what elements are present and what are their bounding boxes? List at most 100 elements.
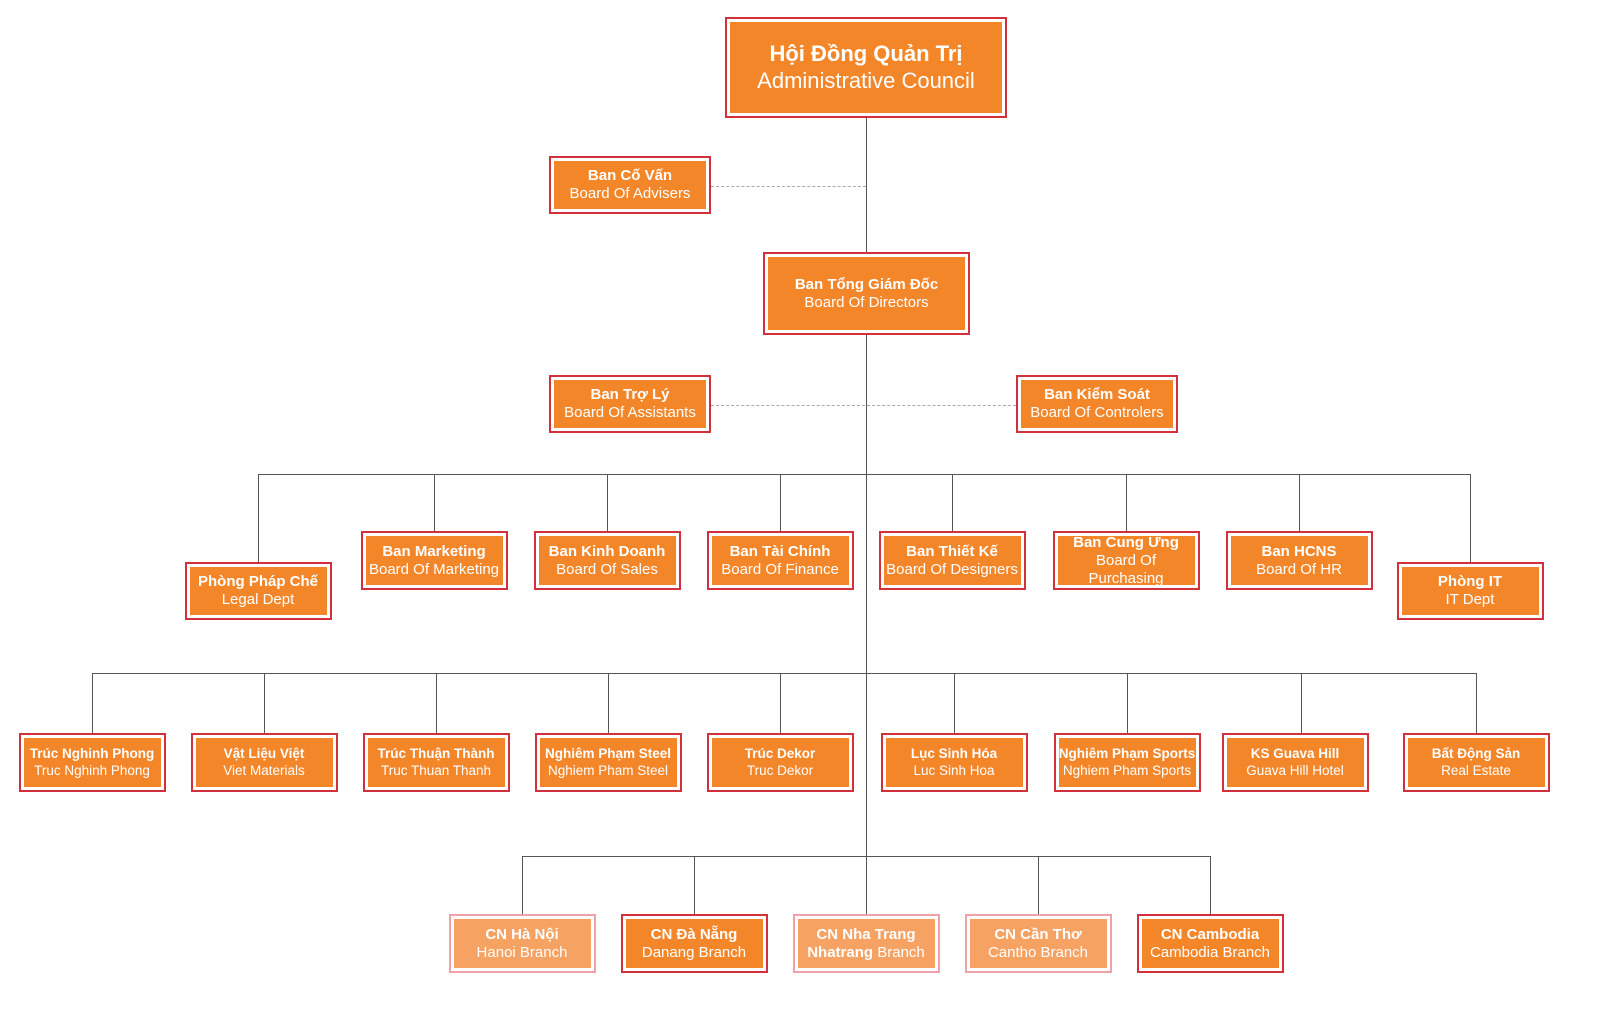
box-subtitle: IT Dept [1445, 591, 1495, 608]
box-title: CN Hà Nội [485, 925, 559, 943]
connector-line [258, 474, 259, 562]
box-subtitle: Truc Nghinh Phong [34, 762, 150, 778]
box-subtitle: Board Of Assistants [564, 404, 696, 421]
connector-line [1470, 474, 1471, 562]
companies-bus-line [92, 673, 1477, 674]
connector-line [1038, 856, 1039, 914]
box-subtitle: Board Of Purchasing [1088, 551, 1164, 587]
connector-line [1476, 673, 1477, 733]
box-title: Ban Tài Chính [729, 542, 831, 560]
box-title: Trúc Thuận Thành [377, 746, 495, 762]
box-title: Ban Cung Ứng [1073, 533, 1179, 551]
box-subtitle: Danang Branch [641, 943, 747, 961]
box-title: Trúc Nghinh Phong [29, 746, 155, 762]
box-subtitle: Board Of Directors [804, 293, 929, 311]
box-subtitle-bold: Nhatrang [807, 943, 874, 961]
connector-line [608, 673, 609, 733]
box-subtitle: Luc Sinh Hoa [913, 762, 995, 778]
box-subtitle: Board Of Sales [556, 560, 658, 578]
assistants-controlers-dashed-link [711, 405, 1016, 406]
box-title: Nghiêm Phạm Steel [544, 746, 672, 762]
box-title: CN Đà Nẵng [650, 925, 738, 943]
box-title: KS Guava Hill [1250, 746, 1340, 762]
connector-line [607, 474, 608, 531]
connector-line [1127, 673, 1128, 733]
box-title: CN Nha Trang [816, 925, 916, 943]
box-subtitle: Truc Dekor [746, 762, 814, 778]
box-subtitle: Nhatrang Branch [807, 944, 925, 962]
box-subtitle: Hanoi Branch [476, 943, 568, 961]
box-title: Nghiêm Phạm Sports [1058, 746, 1196, 762]
box-title: Ban Kiểm Soát [1044, 386, 1150, 403]
departments-bus-line [258, 474, 1471, 475]
box-subtitle: Board Of Designers [886, 560, 1018, 578]
box-title: Trúc Dekor [744, 746, 816, 762]
connector-line [866, 856, 867, 914]
box-subtitle: Viet Materials [223, 762, 305, 778]
connector-line [780, 673, 781, 733]
connector-line [434, 474, 435, 531]
box-subtitle: Board Of Marketing [368, 560, 500, 578]
box-title: Phòng Pháp Chế [198, 573, 318, 590]
main-trunk-line [866, 118, 867, 914]
box-title: Hội Đồng Quản Trị [769, 41, 963, 67]
box-subtitle: Administrative Council [757, 67, 975, 93]
box-title: Ban Cố Vấn [587, 167, 673, 184]
box-subtitle: Real Estate [1441, 762, 1511, 778]
connector-line [264, 673, 265, 733]
box-subtitle: Cantho Branch [987, 943, 1089, 961]
box-subtitle: Board Of Advisers [569, 185, 691, 202]
connector-line [1126, 474, 1127, 531]
box-title: Ban Marketing [382, 542, 486, 560]
connector-line [92, 673, 93, 733]
box-title: Ban Tổng Giám Đốc [794, 275, 939, 293]
connector-line [954, 673, 955, 733]
connector-line [780, 474, 781, 531]
box-title: Bất Động Sản [1431, 746, 1521, 762]
box-title: Ban HCNS [1261, 542, 1337, 560]
connector-line [694, 856, 695, 914]
box-subtitle: Board Of HR [1256, 560, 1342, 578]
box-title: CN Cần Thơ [994, 925, 1082, 943]
connector-line [436, 673, 437, 733]
box-title: Ban Kinh Doanh [548, 542, 666, 560]
connector-line [522, 856, 523, 914]
box-title: CN Cambodia [1160, 925, 1260, 943]
box-subtitle: Nghiem Pham Steel [547, 762, 669, 778]
box-title: Ban Thiết Kế [906, 542, 998, 560]
advisers-dashed-link [711, 186, 866, 187]
box-subtitle: Truc Thuan Thanh [380, 762, 492, 778]
connector-line [1299, 474, 1300, 531]
box-title: Lục Sinh Hóa [910, 746, 998, 762]
box-title: Vật Liệu Việt [223, 746, 305, 762]
box-title: Phòng IT [1437, 573, 1503, 590]
box-subtitle: Guava Hill Hotel [1246, 762, 1344, 778]
